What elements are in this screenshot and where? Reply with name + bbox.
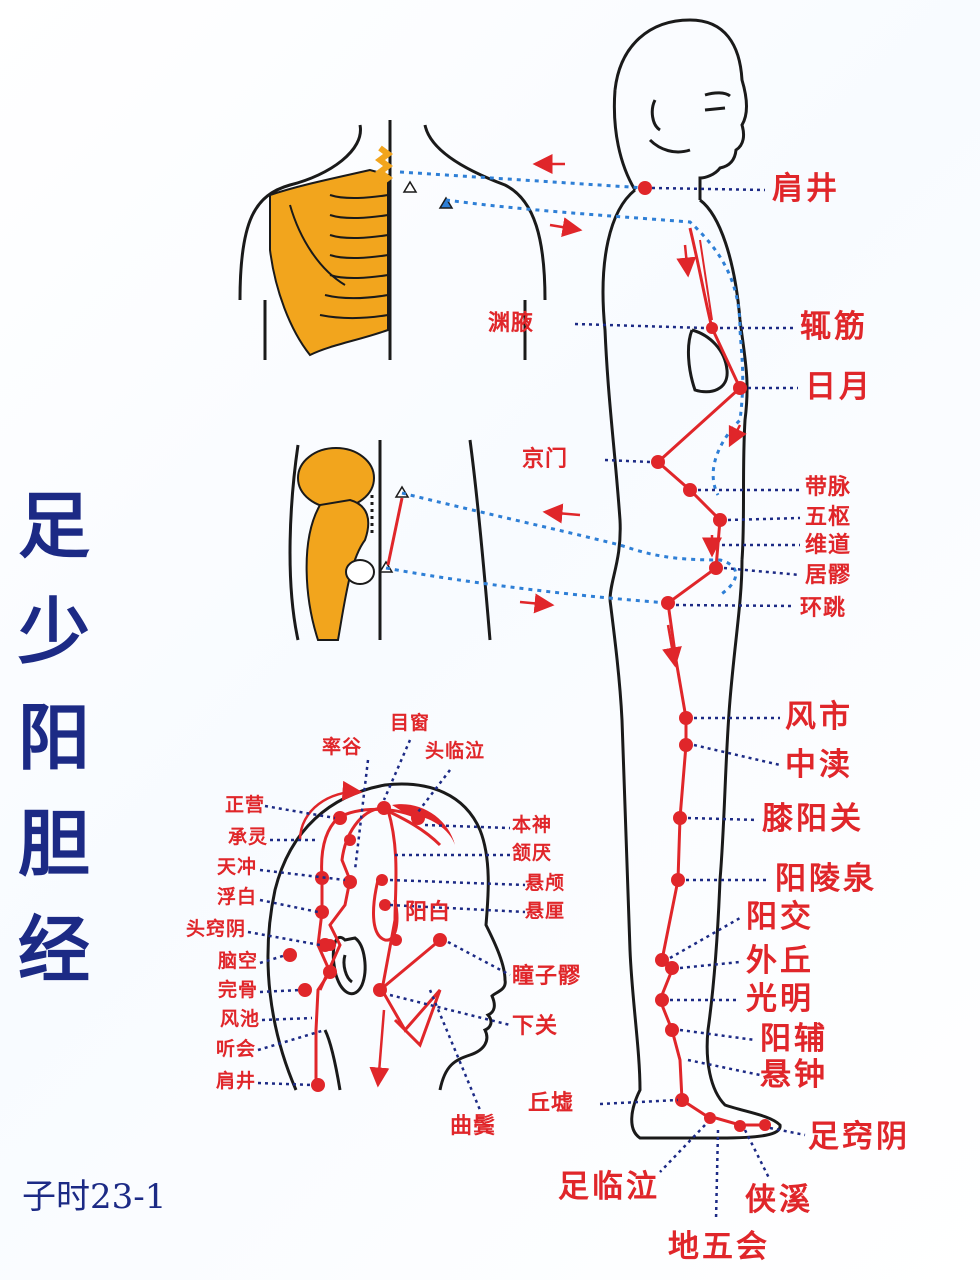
label-tongziliao: 瞳子髎 bbox=[512, 964, 582, 989]
label-qubin: 曲鬓 bbox=[450, 1114, 497, 1139]
label-yanglingquan: 阳陵泉 bbox=[775, 861, 877, 897]
label-waiqiu: 外丘 bbox=[746, 943, 814, 979]
label-wangu: 完骨 bbox=[217, 979, 258, 1001]
label-jianjing-head: 肩井 bbox=[215, 1070, 256, 1092]
label-daimai: 带脉 bbox=[805, 475, 852, 500]
label-zhejin: 辄筋 bbox=[800, 309, 868, 345]
triangle-marker-icon bbox=[402, 180, 454, 209]
label-tinghui: 听会 bbox=[215, 1038, 256, 1060]
label-yangbai: 阳白 bbox=[405, 900, 452, 925]
label-xiaxi: 侠溪 bbox=[745, 1182, 813, 1218]
guide-lines bbox=[385, 170, 745, 605]
caption: 子时23-1 bbox=[22, 1177, 167, 1217]
label-wushu: 五枢 bbox=[805, 505, 852, 530]
label-xiyangguan: 膝阳关 bbox=[762, 801, 864, 837]
upper-back-inset bbox=[238, 120, 547, 360]
label-tianchong: 天冲 bbox=[216, 856, 257, 878]
inset-meridian-line bbox=[386, 497, 404, 566]
label-xuanzhong: 悬钟 bbox=[760, 1057, 828, 1093]
title-char: 胆 bbox=[17, 801, 90, 886]
label-jingmen: 京门 bbox=[522, 447, 569, 472]
label-fengchi: 风池 bbox=[219, 1008, 260, 1030]
label-fengshi: 风市 bbox=[785, 699, 853, 735]
label-weidao: 维道 bbox=[805, 533, 852, 558]
label-naokong: 脑空 bbox=[217, 950, 258, 972]
label-xuanlu: 悬颅 bbox=[525, 872, 566, 894]
label-yangfu: 阳辅 bbox=[760, 1021, 828, 1057]
label-riyue: 日月 bbox=[805, 369, 873, 405]
label-muchuang: 目窗 bbox=[390, 712, 431, 734]
label-xiaguan: 下关 bbox=[512, 1014, 559, 1039]
head-meridian-path bbox=[298, 780, 442, 1088]
body-outline bbox=[601, 18, 782, 1140]
acupoint-dot-icon bbox=[283, 801, 447, 1092]
head-leader-lines bbox=[247, 739, 526, 1111]
label-xuanli: 悬厘 bbox=[525, 900, 566, 922]
title-char: 经 bbox=[17, 907, 90, 992]
label-yangjiao: 阳交 bbox=[746, 899, 814, 935]
scapula-ribs bbox=[269, 145, 393, 357]
label-toulinqi: 头临泣 bbox=[425, 740, 486, 762]
label-benshen: 本神 bbox=[512, 814, 553, 836]
label-touqiaoyin: 头窍阴 bbox=[185, 918, 246, 940]
meridian-path bbox=[655, 227, 765, 1127]
pelvis-inset bbox=[288, 439, 492, 641]
label-zuqiaoyin: 足窍阴 bbox=[808, 1119, 910, 1155]
title-char: 少 bbox=[17, 589, 90, 674]
arrow-icon bbox=[519, 154, 747, 668]
label-diwuhui: 地五会 bbox=[668, 1229, 770, 1265]
title-char: 足 bbox=[17, 483, 90, 568]
label-qiuxu: 丘墟 bbox=[528, 1091, 575, 1116]
label-huantiao: 环跳 bbox=[800, 596, 847, 621]
hip-bone bbox=[297, 447, 375, 641]
label-zhongdu: 中渎 bbox=[785, 747, 853, 783]
head-arc bbox=[392, 804, 455, 845]
label-fubai: 浮白 bbox=[216, 886, 257, 908]
label-shuaigu: 率谷 bbox=[322, 736, 363, 758]
label-hanyan: 颔厌 bbox=[512, 842, 553, 864]
head-outline bbox=[266, 782, 507, 1091]
label-jianjing: 肩井 bbox=[772, 171, 840, 207]
label-zulinqi: 足临泣 bbox=[558, 1169, 660, 1205]
label-yuanye: 渊腋 bbox=[488, 311, 535, 336]
label-guangming: 光明 bbox=[746, 981, 814, 1017]
acupoint-dot-icon bbox=[638, 181, 771, 1132]
label-zhengying: 正营 bbox=[224, 794, 265, 816]
label-juliao: 居髎 bbox=[805, 563, 852, 588]
label-chengling: 承灵 bbox=[227, 826, 268, 848]
title-char: 阳 bbox=[17, 695, 90, 780]
leader-lines bbox=[574, 186, 806, 1221]
